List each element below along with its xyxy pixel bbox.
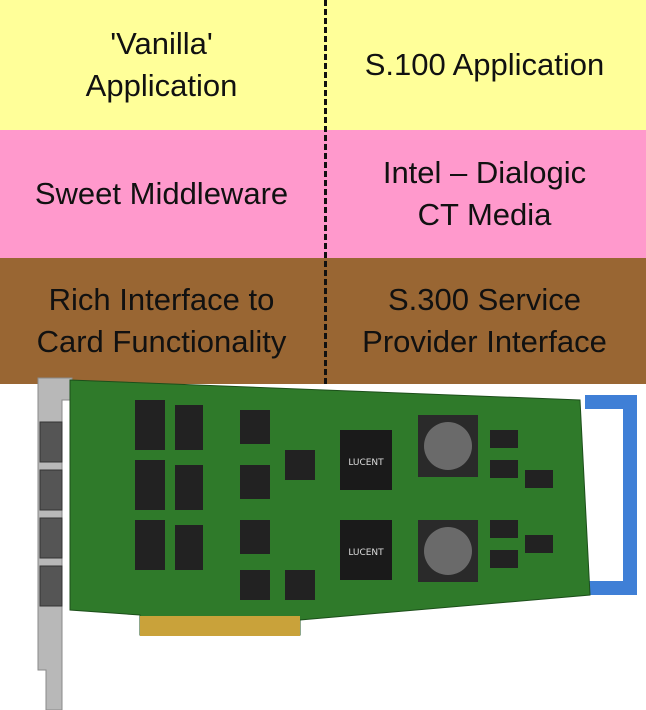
chip-label: LUCENT [348, 458, 384, 468]
edge-connector [140, 616, 300, 636]
rj45-port [39, 421, 63, 463]
chip [490, 460, 518, 478]
rj45-port [39, 517, 63, 559]
layer-interface: Rich Interface to Card Functionality S.3… [0, 258, 646, 384]
telephony-card-image: LUCENT LUCENT [37, 377, 637, 710]
ct-media-label: Intel – Dialogic CT Media [382, 155, 587, 232]
memory-chip [175, 465, 203, 510]
chip [525, 470, 553, 488]
dsp-die [424, 422, 472, 470]
chip-label: LUCENT [348, 548, 384, 558]
chip [240, 570, 270, 600]
processor-chip [340, 520, 392, 580]
layer-stack: 'Vanilla' Application S.100 Application … [0, 0, 646, 384]
memory-chip [135, 400, 165, 450]
card-handle [585, 395, 637, 595]
s100-application-label: S.100 Application [364, 47, 605, 83]
s300-interface-label: S.300 Service Provider Interface [362, 282, 607, 359]
chip [240, 465, 270, 499]
column-divider [324, 0, 327, 384]
layer-application: 'Vanilla' Application S.100 Application [0, 0, 646, 130]
memory-chip [175, 405, 203, 450]
chip [285, 450, 315, 480]
chip [490, 550, 518, 568]
dsp-die [424, 527, 472, 575]
vanilla-application-label: 'Vanilla' Application [85, 26, 238, 103]
rich-interface-label: Rich Interface to Card Functionality [36, 282, 287, 359]
processor-chip [340, 430, 392, 490]
chip [240, 410, 270, 444]
memory-chip [175, 525, 203, 570]
chip [525, 535, 553, 553]
rj45-port [39, 469, 63, 511]
rj45-port [39, 565, 63, 607]
layer-middleware: Sweet Middleware Intel – Dialogic CT Med… [0, 130, 646, 258]
chip [240, 520, 270, 554]
memory-chip [135, 520, 165, 570]
chip [285, 570, 315, 600]
chip [490, 520, 518, 538]
chip [490, 430, 518, 448]
sweet-middleware-label: Sweet Middleware [34, 176, 289, 212]
memory-chip [135, 460, 165, 510]
